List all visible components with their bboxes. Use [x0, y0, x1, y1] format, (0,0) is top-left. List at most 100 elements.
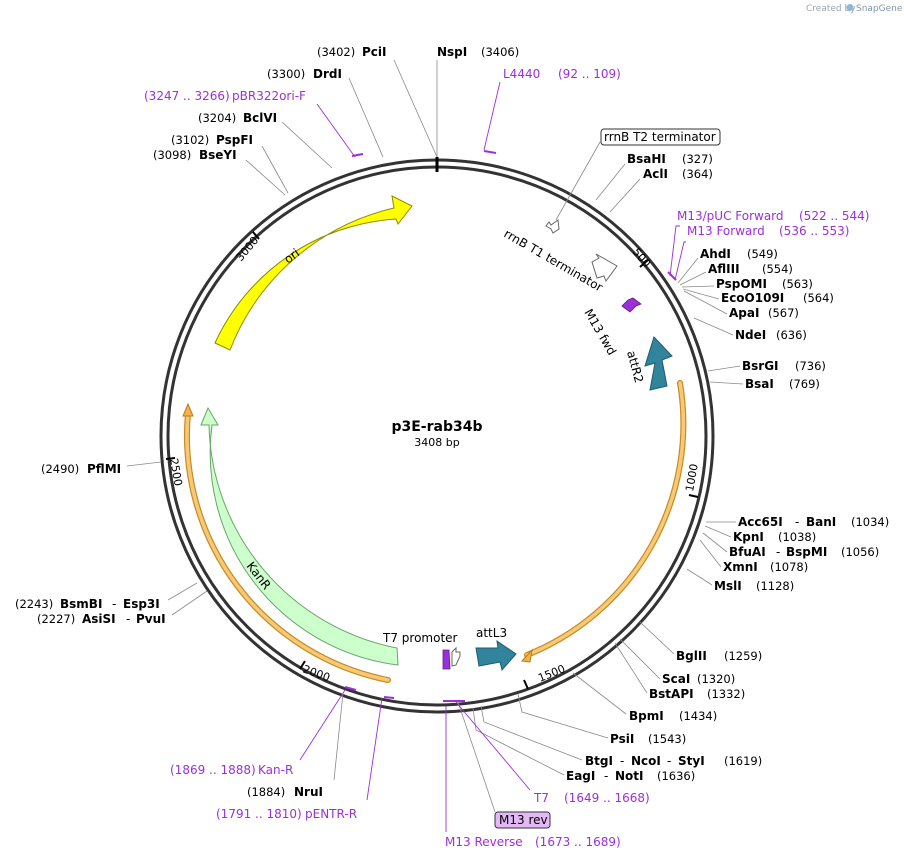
t7-name[interactable]: T7 [533, 791, 549, 805]
rrnb-t1-feature[interactable] [591, 253, 618, 283]
bstapi-pos: (1332) [707, 687, 745, 701]
nspi-name[interactable]: NspI [437, 45, 467, 59]
t7-promoter-feature[interactable] [451, 646, 461, 667]
eagi-sep: - [604, 769, 608, 783]
tick-1000: 1000 [683, 463, 701, 493]
rrnb-t2-feature[interactable] [545, 219, 560, 234]
pflmi-pos: (2490) [41, 462, 79, 476]
asisi-name[interactable]: AsiSI [82, 612, 116, 626]
m13-fwd-feature[interactable] [621, 297, 642, 313]
pbr322-leader [316, 103, 356, 158]
pentr-pos: (1791 .. 1810) [216, 807, 302, 821]
btgi-sep: - [620, 754, 624, 768]
msli-name[interactable]: MslI [714, 579, 742, 593]
bsmbi-leader [167, 582, 198, 601]
eagi-name[interactable]: EagI [566, 769, 595, 783]
tick-500: 500 [630, 246, 653, 270]
t7-pos: (1649 .. 1668) [564, 791, 650, 805]
nrui-name[interactable]: NruI [294, 785, 323, 799]
tick-2000: 2000 [301, 663, 332, 685]
pentr-leader [366, 697, 383, 801]
watermark-text: Created by [806, 4, 856, 14]
cluster-1000-leaders [686, 521, 736, 586]
rrnb-t2-leader [555, 141, 601, 221]
tick-marks [165, 231, 699, 690]
asisi-leader [171, 590, 208, 616]
bfuai-name[interactable]: BfuAI [729, 545, 766, 559]
m13-rev-label-box[interactable] [494, 811, 551, 829]
attr2-feature[interactable] [644, 336, 673, 391]
bsmbi-name[interactable]: BsmBI [60, 597, 102, 611]
ecoo109i-name[interactable]: EcoO109I [721, 291, 784, 305]
kanr-primer-pos: (1869 .. 1888) [170, 763, 256, 777]
attr2-label: attR2 [624, 349, 646, 384]
pspomi-name[interactable]: PspOMI [716, 277, 767, 291]
rrnb-t2-label-box[interactable] [600, 128, 721, 146]
bsmbi-sep: - [112, 597, 116, 611]
m13puc-pos: (522 .. 544) [799, 209, 869, 223]
rrnb-t2-label: rrnB T2 terminator [604, 130, 716, 144]
noti-name[interactable]: NotI [615, 769, 644, 783]
bsahi-name[interactable]: BsaHI [627, 152, 666, 166]
aflii-name[interactable]: AflIII [708, 262, 740, 276]
drdi-name[interactable]: DrdI [313, 67, 342, 81]
ndei-name[interactable]: NdeI [735, 328, 766, 342]
l4440-mark [483, 150, 497, 154]
btgi-name[interactable]: BtgI [585, 754, 613, 768]
drdi-leader [348, 77, 384, 158]
styi-name[interactable]: StyI [678, 754, 705, 768]
bsrgi-pos: (736) [795, 359, 826, 373]
pspfi-name[interactable]: PspFI [216, 133, 253, 147]
l4440-name[interactable]: L4440 [503, 67, 540, 81]
m13-rev-feature[interactable] [442, 649, 451, 670]
m13fwd-pos: (536 .. 553) [779, 224, 849, 238]
bsrgi-name[interactable]: BsrGI [742, 359, 779, 373]
snapgene-logo-icon [846, 4, 854, 11]
bfuai-pos: (1056) [841, 545, 879, 559]
bclvi-name[interactable]: BclVI [243, 111, 277, 125]
orange-arc-right-arrowhead [520, 648, 533, 663]
attl3-feature[interactable] [475, 639, 517, 672]
pflmi-name[interactable]: PflMI [87, 462, 121, 476]
kpni-name[interactable]: KpnI [733, 530, 764, 544]
bsai-name[interactable]: BsaI [745, 377, 774, 391]
m13fwd-name[interactable]: M13 Forward [687, 224, 765, 238]
bspmi-name[interactable]: BspMI [786, 545, 827, 559]
bpmi-name[interactable]: BpmI [629, 709, 664, 723]
esp3i-name[interactable]: Esp3I [123, 597, 160, 611]
m13puc-name[interactable]: M13/pUC Forward [677, 209, 784, 223]
xmni-name[interactable]: XmnI [723, 560, 758, 574]
ncoi-name[interactable]: NcoI [631, 754, 661, 768]
bstapi-name[interactable]: BstAPI [649, 687, 694, 701]
tick-3000: 3000 [233, 234, 261, 264]
bani-name[interactable]: BanI [806, 515, 836, 529]
ori-feature[interactable] [214, 195, 413, 351]
scai-name[interactable]: ScaI [662, 672, 690, 686]
pentr-name[interactable]: pENTR-R [305, 807, 357, 821]
orange-arc-left [185, 411, 390, 682]
psii-name[interactable]: PsiI [610, 732, 634, 746]
bclvi-pos: (3204) [198, 111, 236, 125]
pbr322-name[interactable]: pBR322ori-F [232, 89, 306, 103]
psii-pos: (1543) [648, 732, 686, 746]
apai-name[interactable]: ApaI [729, 306, 759, 320]
bseyi-name[interactable]: BseYI [199, 148, 237, 162]
ndei-leader [693, 317, 734, 336]
kanr-feature[interactable] [200, 406, 399, 666]
pcii-name[interactable]: PciI [362, 45, 387, 59]
acc65i-name[interactable]: Acc65I [738, 515, 783, 529]
m13rev-pos: (1673 .. 1689) [535, 835, 621, 849]
brand-text: SnapGene [856, 4, 903, 14]
l4440-leader [483, 81, 501, 151]
kanr-primer-name[interactable]: Kan-R [258, 763, 293, 777]
m13rev-name[interactable]: M13 Reverse [445, 835, 523, 849]
bpmi-pos: (1434) [679, 709, 717, 723]
bglii-name[interactable]: BglII [676, 649, 707, 663]
ahdi-name[interactable]: AhdI [700, 247, 731, 261]
pcii-leader [393, 59, 438, 158]
btgi-pos: (1619) [724, 754, 762, 768]
bglii-pos: (1259) [724, 649, 762, 663]
pvui-name[interactable]: PvuI [136, 612, 166, 626]
acli-name[interactable]: AclI [643, 167, 668, 181]
